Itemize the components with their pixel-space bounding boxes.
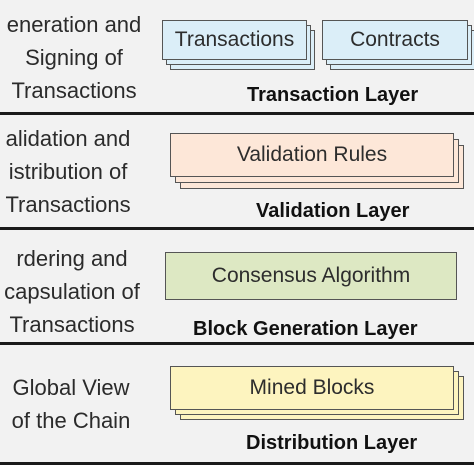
description-line: capsulation of [4,279,140,304]
description-line: Transactions [11,78,137,103]
description-line: alidation and [5,126,131,151]
separator-1 [0,112,474,115]
transaction-layer-label: Transaction Layer [247,84,419,106]
contracts-box: Contracts [322,20,468,60]
distribution-layer-description: Global View of the Chain [0,371,154,437]
description-line: Signing of [25,45,123,70]
description-line: rdering and [16,246,128,271]
description-line: eneration and [6,12,142,37]
transaction-layer-description: eneration and Signing of Transactions [0,8,162,107]
transactions-box: Transactions [162,20,307,60]
validation-layer-description: alidation and istribution of Transaction… [0,122,156,221]
mined-blocks-box: Mined Blocks [170,366,454,410]
separator-4 [0,462,474,465]
consensus-algorithm-box: Consensus Algorithm [165,252,457,300]
description-line: Transactions [5,192,131,217]
block-generation-layer-label: Block Generation Layer [193,318,418,340]
separator-3 [0,342,474,345]
validation-rules-box: Validation Rules [170,133,454,177]
separator-2 [0,227,474,230]
description-line: Global View [12,375,130,400]
validation-layer-label: Validation Layer [256,200,410,222]
description-line: istribution of [8,159,128,184]
description-line: of the Chain [11,408,131,433]
distribution-layer-label: Distribution Layer [246,432,418,454]
block-generation-layer-description: rdering and capsulation of Transactions [0,242,160,341]
description-line: Transactions [9,312,135,337]
